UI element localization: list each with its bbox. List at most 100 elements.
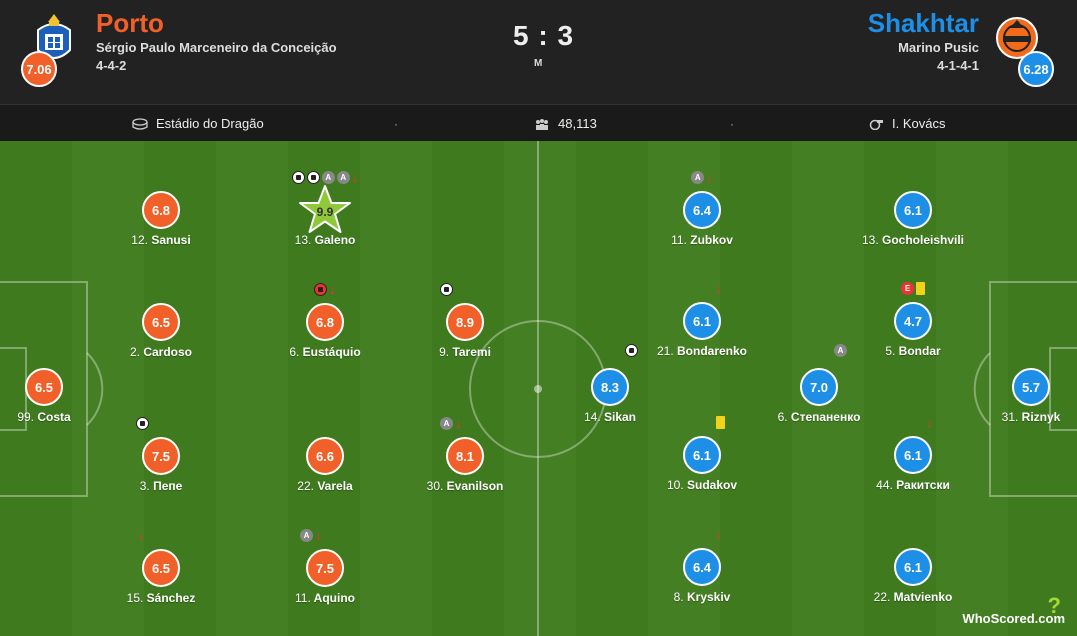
away-formation: 4-1-4-1 bbox=[937, 58, 979, 73]
player-bondarenko[interactable]: ↓ 6.1 21. Bondarenko bbox=[637, 282, 767, 359]
player-sanusi[interactable]: 6.8 12. Sanusi bbox=[96, 191, 226, 247]
assist-icon: A bbox=[336, 170, 350, 184]
player-name: 11. Zubkov bbox=[671, 233, 733, 247]
player-events: A A ↓ bbox=[260, 169, 390, 185]
player-varela[interactable]: 6.6 22. Varela bbox=[260, 437, 390, 493]
player-events bbox=[637, 414, 767, 430]
player-rating: 6.8 bbox=[142, 191, 180, 229]
player-riznyk[interactable]: 5.7 31. Riznyk bbox=[966, 368, 1077, 424]
player-cardoso[interactable]: 6.5 2. Cardoso bbox=[96, 303, 226, 359]
player-name: 5. Bondar bbox=[885, 344, 941, 358]
player-rating: 6.5 bbox=[25, 368, 63, 406]
away-team-name[interactable]: Shakhtar bbox=[867, 8, 979, 38]
player-events: A ↓ bbox=[637, 169, 767, 185]
player-name: 22. Matvienko bbox=[873, 590, 953, 604]
match-status: M bbox=[534, 58, 543, 69]
player-events: ↓ bbox=[260, 281, 390, 297]
goal-icon bbox=[440, 282, 453, 296]
player-rating: 6.8 bbox=[306, 303, 344, 341]
player-rakitski[interactable]: ↓ 6.1 44. Ракитски bbox=[848, 416, 978, 493]
player-name: 21. Bondarenko bbox=[656, 344, 748, 358]
player-rating: 6.1 bbox=[894, 548, 932, 586]
player-events bbox=[545, 342, 675, 358]
pitch: 6.8 12. Sanusi A A ↓ 9.9 13. Galeno 6.5 … bbox=[0, 141, 1077, 636]
stadium-icon bbox=[132, 117, 148, 130]
stadium-name: Estádio do Dragão bbox=[156, 116, 264, 131]
sub-off-arrow-icon: ↓ bbox=[926, 414, 933, 430]
sub-off-arrow-icon: ↓ bbox=[715, 280, 722, 296]
player-events bbox=[96, 415, 226, 431]
attendance-value: 48,113 bbox=[558, 116, 597, 131]
player-gocholeishvili[interactable]: 6.1 13. Gocholeishvili bbox=[848, 191, 978, 247]
player-name: 44. Ракитски bbox=[876, 478, 950, 492]
away-manager: Marino Pusic bbox=[898, 40, 979, 55]
sub-off-arrow-icon: ↓ bbox=[138, 527, 145, 543]
player-kryskiv[interactable]: ↓ 6.4 8. Kryskiv bbox=[637, 528, 767, 605]
player-events: ↓ bbox=[637, 280, 767, 296]
player-pepe[interactable]: 7.5 3. Пепе bbox=[96, 416, 226, 493]
player-aquino[interactable]: A ↓ 7.5 11. Aquino bbox=[260, 528, 390, 605]
player-events: A ↓ bbox=[400, 415, 530, 431]
assist-icon: A bbox=[300, 528, 313, 542]
porto-crest-icon bbox=[28, 10, 80, 68]
player-name: 13. Gocholeishvili bbox=[861, 233, 965, 247]
home-team-rating: 7.06 bbox=[21, 51, 57, 87]
whoscored-mark-icon: ? bbox=[1047, 593, 1061, 618]
player-name: 12. Sanusi bbox=[131, 233, 191, 247]
home-manager: Sérgio Paulo Marceneiro da Conceição bbox=[96, 40, 337, 55]
player-bondar[interactable]: E 4.7 5. Bondar bbox=[848, 281, 978, 358]
stadium-info: Estádio do Dragão bbox=[132, 116, 264, 131]
player-taremi[interactable]: 8.9 9. Taremi bbox=[400, 282, 530, 359]
player-name: 3. Пепе bbox=[139, 479, 183, 493]
player-rating: 6.4 bbox=[683, 191, 721, 229]
player-eustaquio[interactable]: ↓ 6.8 6. Eustáquio bbox=[260, 282, 390, 359]
yellow-card-icon bbox=[716, 415, 725, 429]
player-events: ↓ bbox=[848, 414, 978, 430]
player-rating: 8.1 bbox=[446, 437, 484, 475]
player-sanchez[interactable]: ↓ 6.5 15. Sánchez bbox=[96, 529, 226, 606]
player-name: 14. Sikan bbox=[583, 410, 637, 424]
player-name: 10. Sudakov bbox=[666, 478, 738, 492]
shakhtar-crest-icon bbox=[991, 10, 1043, 68]
player-events: ↓ bbox=[637, 526, 767, 542]
player-evanilson[interactable]: A ↓ 8.1 30. Evanilson bbox=[400, 416, 530, 493]
player-name: 11. Aquino bbox=[294, 591, 355, 605]
player-rating: 6.1 bbox=[894, 436, 932, 474]
man-of-the-match-star-icon: 9.9 bbox=[297, 184, 353, 236]
player-name: 9. Taremi bbox=[439, 345, 491, 359]
match-header: 7.06 Porto Sérgio Paulo Marceneiro da Co… bbox=[0, 0, 1077, 104]
player-costa[interactable]: 6.5 99. Costa bbox=[0, 368, 109, 424]
player-stepanenko[interactable]: A 7.0 6. Степаненко bbox=[754, 343, 884, 424]
player-galeno[interactable]: A A ↓ 9.9 13. Galeno bbox=[260, 170, 390, 247]
player-name: 8. Kryskiv bbox=[673, 590, 731, 604]
player-matvienko[interactable]: 6.1 22. Matvienko bbox=[848, 548, 978, 604]
separator-dot: · bbox=[394, 117, 398, 131]
player-rating: 4.7 bbox=[894, 302, 932, 340]
player-rating: 6.4 bbox=[683, 548, 721, 586]
sub-off-arrow-icon: ↓ bbox=[455, 415, 462, 431]
player-rating: 6.5 bbox=[142, 303, 180, 341]
goal-icon bbox=[625, 343, 638, 357]
home-team-name[interactable]: Porto bbox=[96, 8, 164, 38]
player-rating: 7.0 bbox=[800, 368, 838, 406]
player-name: 13. Galeno bbox=[294, 233, 356, 247]
error-icon: E bbox=[901, 281, 914, 295]
player-sudakov[interactable]: 6.1 10. Sudakov bbox=[637, 415, 767, 492]
separator-dot: · bbox=[730, 117, 734, 131]
sub-off-arrow-icon: ↓ bbox=[706, 169, 713, 185]
player-sikan[interactable]: 8.3 14. Sikan bbox=[545, 343, 675, 424]
player-name: 99. Costa bbox=[17, 410, 71, 424]
player-rating: 5.7 bbox=[1012, 368, 1050, 406]
sub-off-arrow-icon: ↓ bbox=[715, 526, 722, 542]
player-name: 6. Eustáquio bbox=[289, 345, 361, 359]
player-events: ↓ bbox=[96, 527, 226, 543]
player-events: E bbox=[848, 280, 978, 296]
player-rating: 8.3 bbox=[591, 368, 629, 406]
player-name: 22. Varela bbox=[297, 479, 353, 493]
player-zubkov[interactable]: A ↓ 6.4 11. Zubkov bbox=[637, 170, 767, 247]
sub-off-arrow-icon: ↓ bbox=[351, 169, 359, 185]
yellow-card-icon bbox=[916, 281, 925, 295]
player-rating: 8.9 bbox=[446, 303, 484, 341]
sub-off-arrow-icon: ↓ bbox=[329, 281, 336, 297]
sub-off-arrow-icon: ↓ bbox=[315, 527, 322, 543]
